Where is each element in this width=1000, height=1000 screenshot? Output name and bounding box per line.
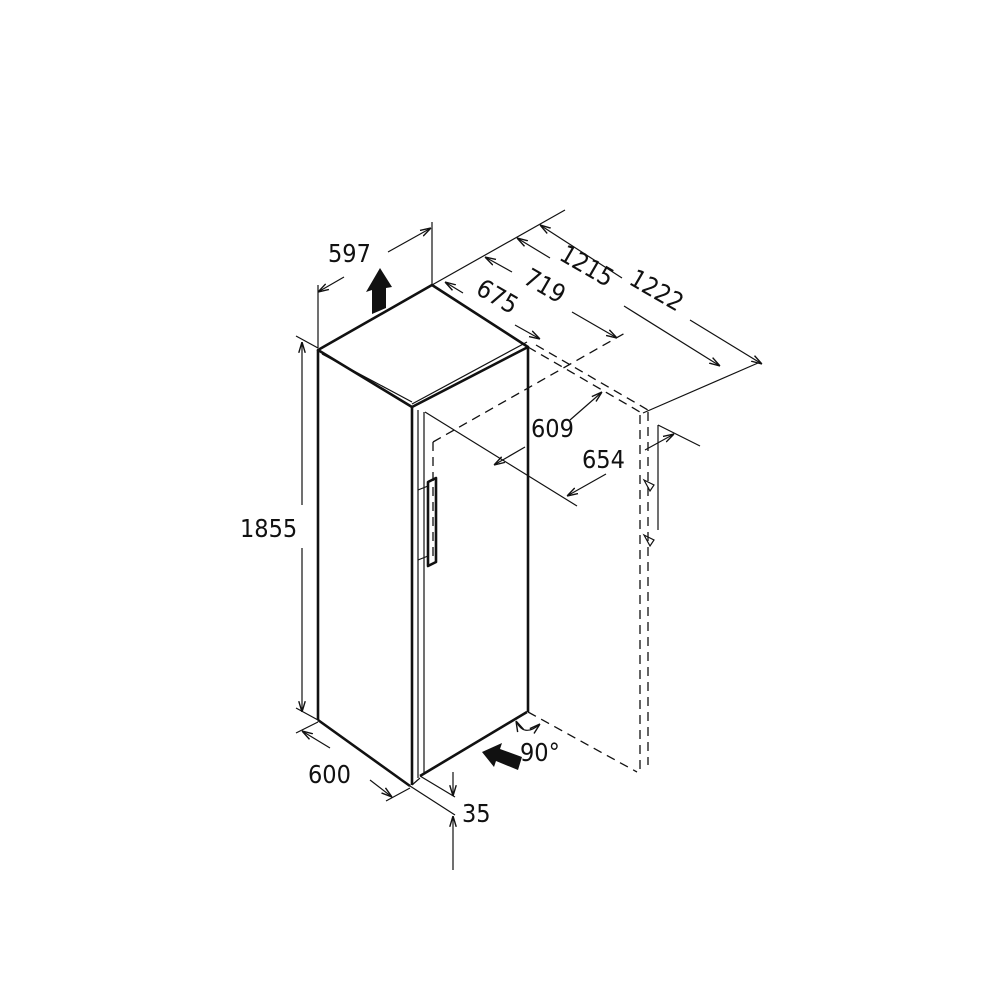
depth-1222-label: 1222 [625,264,689,318]
dim-width: 597 [318,222,432,348]
depth-719-label: 719 [519,263,571,310]
air-outlet-arrow-icon [366,268,392,314]
dim-angle: 90° [516,721,560,767]
depth-675-label: 675 [472,273,524,320]
width-label: 597 [328,239,371,268]
dim-plinth: 35 [409,772,491,870]
door-swing-outline [432,332,655,773]
wall-outline [642,362,759,530]
fridge-body [316,283,530,788]
depth-label: 600 [308,760,351,789]
height-label: 1855 [240,514,297,543]
dim-height: 1855 [240,335,319,721]
plinth-label: 35 [462,799,491,828]
door-654-label: 654 [582,445,625,474]
air-inlet-arrow-icon [482,743,522,770]
door-609-label: 609 [531,414,574,443]
dim-depth: 600 [295,721,411,802]
dim-depths-top: 675 719 1215 1222 [431,209,762,366]
dim-door-depth: 609 654 [424,392,674,507]
angle-label: 90° [520,738,560,767]
